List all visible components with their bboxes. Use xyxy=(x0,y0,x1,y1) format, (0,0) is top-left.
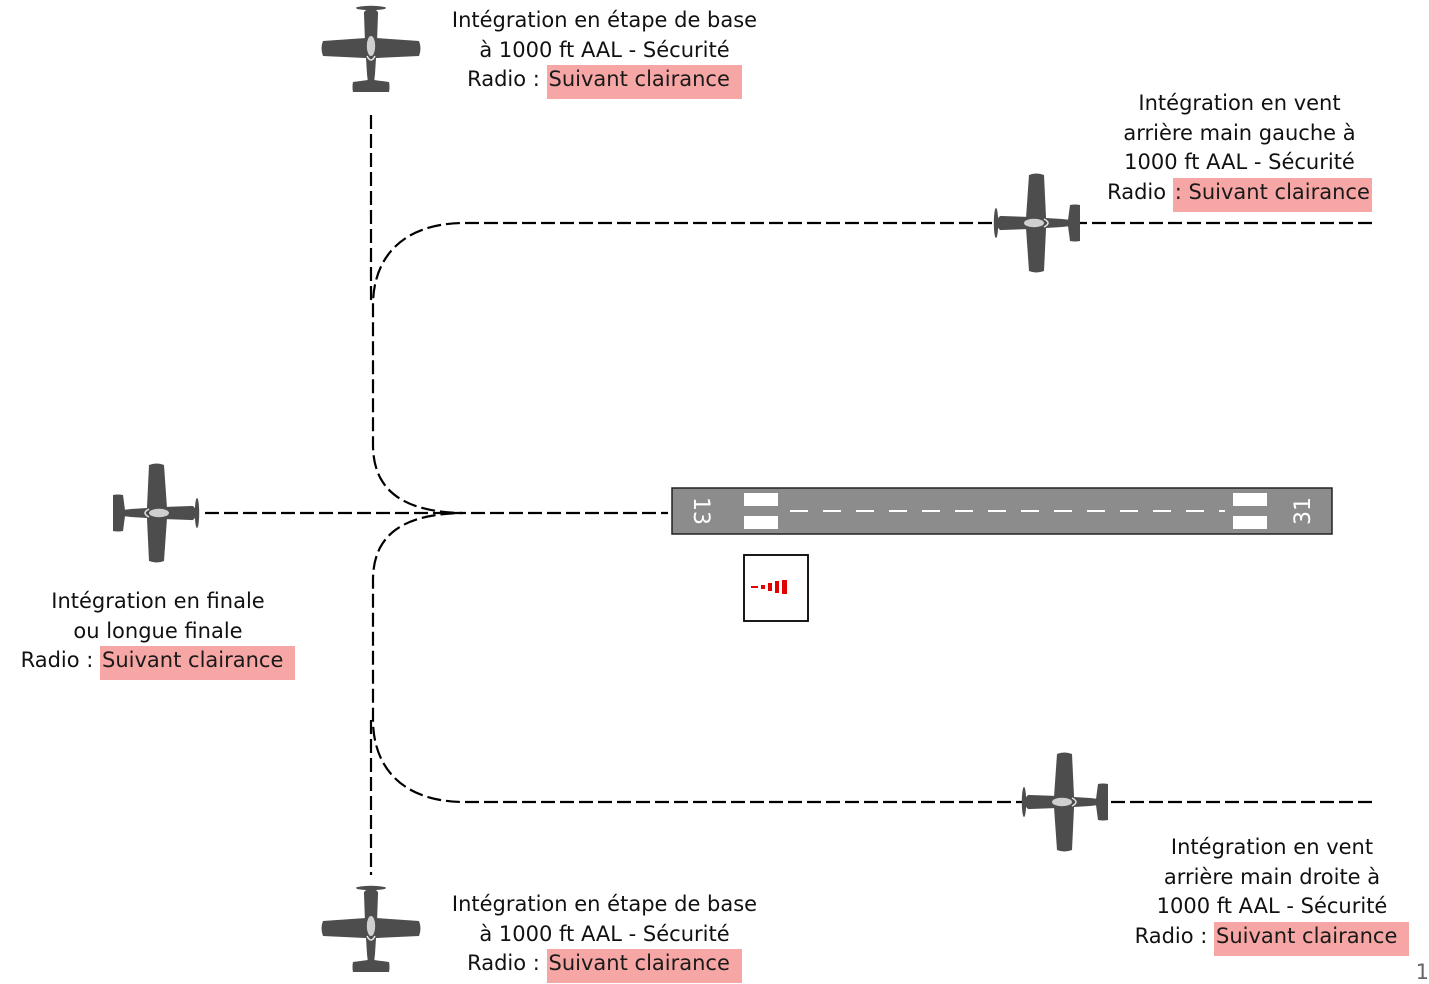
aircraft-base-bottom-icon xyxy=(320,885,422,973)
label-line: ou longue finale xyxy=(73,618,243,643)
radio-prefix: Radio : xyxy=(20,648,101,672)
radio-clearance-highlight: Suivant clairance xyxy=(546,65,742,99)
label-line: à 1000 ft AAL - Sécurité xyxy=(479,37,730,62)
runway-designator-31: 31 xyxy=(1291,497,1316,525)
label-radio-line: Radio : Suivant clairance xyxy=(1092,177,1387,212)
label-line: 1000 ft AAL - Sécurité xyxy=(1156,894,1388,918)
label-line: Intégration en vent xyxy=(1170,835,1374,859)
windsock-icon xyxy=(743,554,809,622)
radio-prefix: Radio : xyxy=(467,67,547,91)
downwind-right-track xyxy=(371,511,1372,804)
label-radio-line: Radio : Suivant clairance xyxy=(432,65,777,99)
label-line: Intégration en vent xyxy=(1138,91,1341,115)
aircraft-downwind-left-icon xyxy=(993,172,1081,274)
runway: 13 31 xyxy=(671,487,1333,535)
label-line: Intégration en étape de base xyxy=(451,8,758,32)
circuit-paths xyxy=(205,115,1372,875)
label-line: 1000 ft AAL - Sécurité xyxy=(1124,150,1355,174)
radio-clearance-highlight: : Suivant clairance xyxy=(1172,177,1372,212)
runway-designator-13: 13 xyxy=(688,497,713,525)
label-line: Intégration en finale xyxy=(51,589,265,613)
label-downwind-left: Intégration en vent arrière main gauche … xyxy=(1092,89,1387,212)
aircraft-downwind-right-icon xyxy=(1021,751,1109,853)
radio-clearance-highlight: Suivant clairance xyxy=(1214,921,1410,956)
label-line: Intégration en étape de base xyxy=(451,892,758,916)
threshold-markings-west xyxy=(744,493,778,529)
radio-prefix: Radio : xyxy=(1134,923,1215,948)
aircraft-final-icon xyxy=(112,462,200,564)
radio-prefix: Radio : xyxy=(467,951,547,975)
label-base-top: Intégration en étape de base à 1000 ft A… xyxy=(432,6,777,99)
label-line: à 1000 ft AAL - Sécurité xyxy=(479,921,730,946)
label-line: arrière main gauche à xyxy=(1123,120,1356,145)
radio-clearance-highlight: Suivant clairance xyxy=(546,949,742,983)
threshold-markings-east xyxy=(1233,493,1267,529)
label-line: arrière main droite à xyxy=(1163,864,1381,889)
label-radio-line: Radio : Suivant clairance xyxy=(8,646,308,680)
radio-clearance-highlight: Suivant clairance xyxy=(100,646,296,680)
label-radio-line: Radio : Suivant clairance xyxy=(432,949,777,983)
radio-prefix: Radio xyxy=(1107,179,1173,204)
downwind-left-track xyxy=(371,221,1372,515)
page-number: 1 xyxy=(1415,960,1429,984)
label-final: Intégration en finale ou longue finale R… xyxy=(8,587,308,680)
label-radio-line: Radio : Suivant clairance xyxy=(1122,921,1422,956)
label-downwind-right: Intégration en vent arrière main droite … xyxy=(1122,833,1422,956)
label-base-bottom: Intégration en étape de base à 1000 ft A… xyxy=(432,890,777,983)
aircraft-base-top-icon xyxy=(320,5,422,93)
